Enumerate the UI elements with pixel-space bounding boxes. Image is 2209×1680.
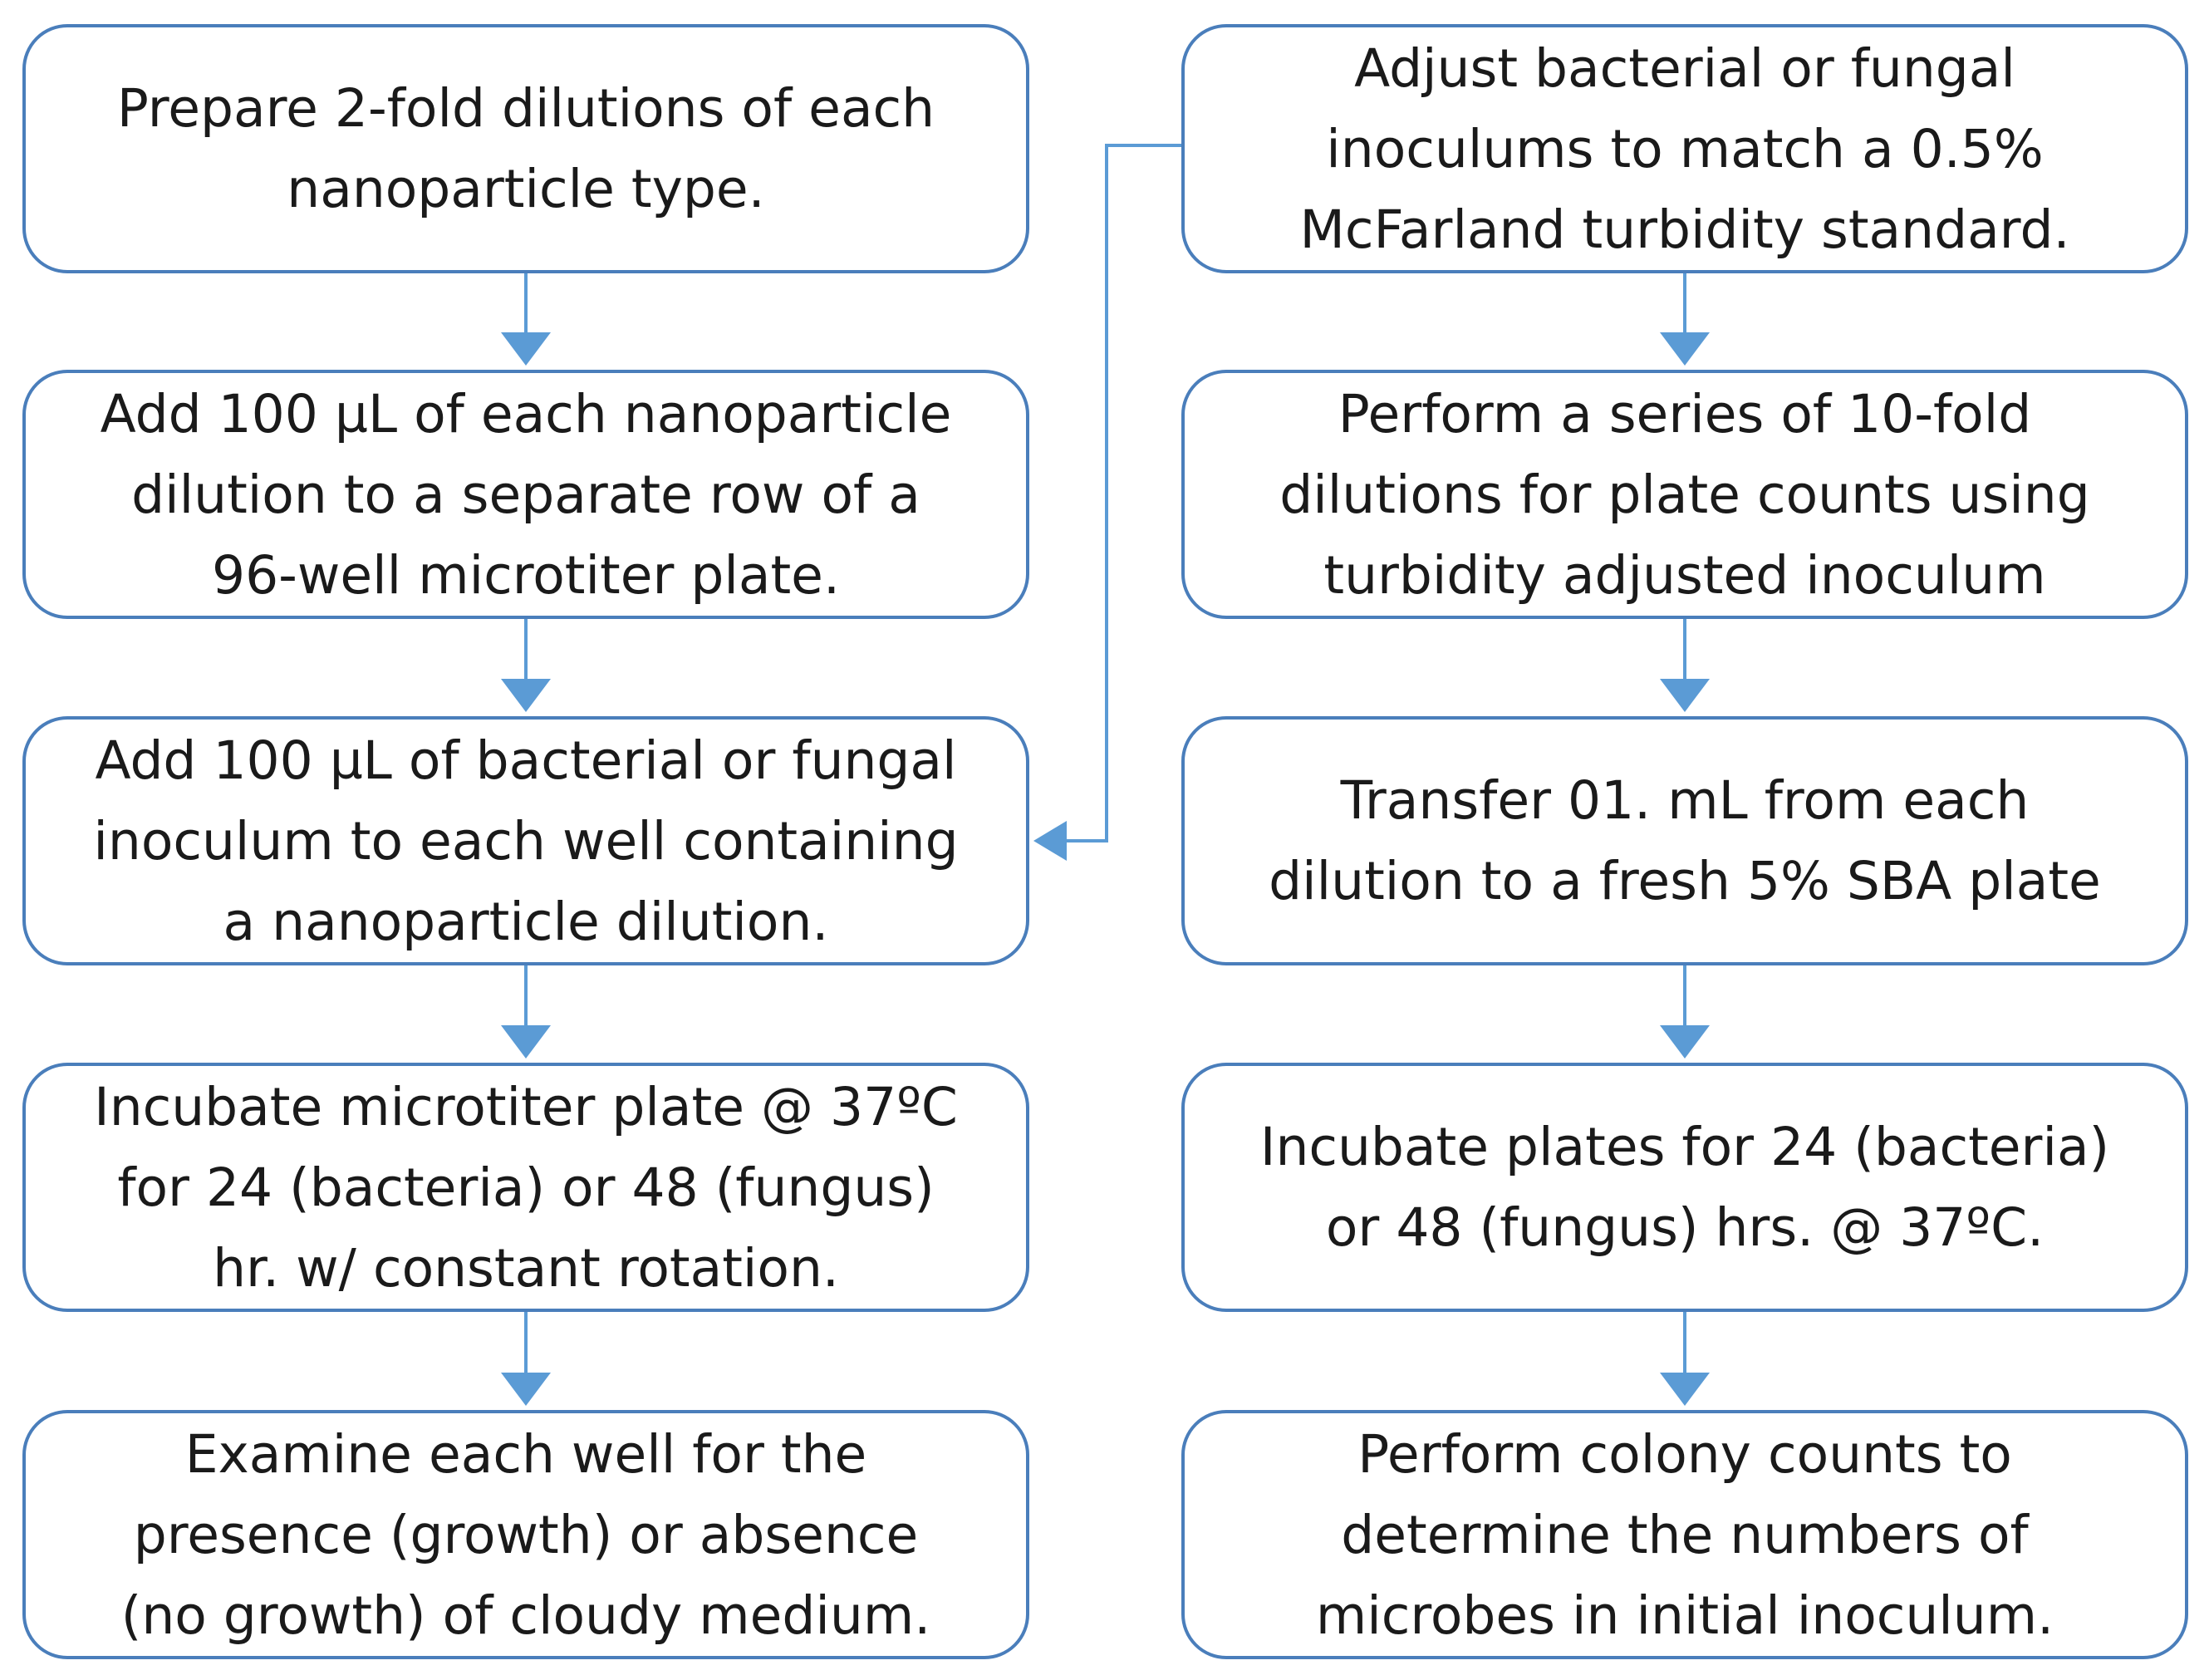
step-text: Incubate plates for 24 (bacteria) or 48 … (1259, 1117, 2110, 1258)
step-box-transfer-to-plate: Transfer 01. mL from each dilution to a … (1181, 716, 2188, 965)
step-box-add-inoculum: Add 100 µL of bacterial or fungal inocul… (22, 716, 1029, 965)
step-text: Add 100 µL of bacterial or fungal inocul… (93, 729, 959, 952)
step-box-add-nanoparticle: Add 100 µL of each nanoparticle dilution… (22, 370, 1029, 619)
arrow-r1-to-l3 (1033, 144, 1181, 861)
step-box-examine-wells: Examine each well for the presence (grow… (22, 1410, 1029, 1659)
arrow-r1-to-r2 (1660, 273, 1710, 366)
step-text: Transfer 01. mL from each dilution to a … (1269, 770, 2101, 911)
step-box-serial-dilutions: Perform a series of 10-fold dilutions fo… (1181, 370, 2188, 619)
step-text: Examine each well for the presence (grow… (120, 1423, 931, 1646)
arrow-l1-to-l2 (501, 273, 551, 366)
step-text: Adjust bacterial or fungal inoculums to … (1299, 37, 2070, 260)
step-box-colony-counts: Perform colony counts to determine the n… (1181, 1410, 2188, 1659)
step-text: Perform colony counts to determine the n… (1315, 1423, 2054, 1646)
step-text: Perform a series of 10-fold dilutions fo… (1279, 383, 2090, 606)
step-text: Incubate microtiter plate @ 37ºC for 24 … (94, 1076, 958, 1299)
step-box-adjust-inoculums: Adjust bacterial or fungal inoculums to … (1181, 24, 2188, 273)
arrow-r3-to-r4 (1660, 965, 1710, 1059)
arrow-l2-to-l3 (501, 619, 551, 712)
step-box-incubate-microtiter: Incubate microtiter plate @ 37ºC for 24 … (22, 1063, 1029, 1312)
arrow-r2-to-r3 (1660, 619, 1710, 712)
step-box-incubate-plates: Incubate plates for 24 (bacteria) or 48 … (1181, 1063, 2188, 1312)
arrow-r4-to-r5 (1660, 1312, 1710, 1406)
step-box-prepare-dilutions: Prepare 2-fold dilutions of each nanopar… (22, 24, 1029, 273)
arrow-l3-to-l4 (501, 965, 551, 1059)
step-text: Add 100 µL of each nanoparticle dilution… (100, 383, 952, 606)
step-text: Prepare 2-fold dilutions of each nanopar… (116, 78, 935, 219)
arrow-l4-to-l5 (501, 1312, 551, 1406)
